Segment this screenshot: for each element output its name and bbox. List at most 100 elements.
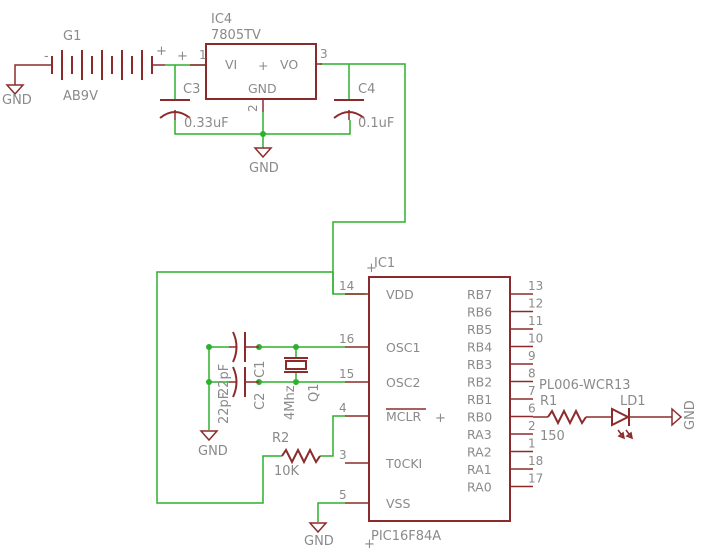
regulator-pin-gnd: GND	[248, 81, 277, 96]
battery-minus-sign: -	[44, 49, 49, 64]
regulator-value: 7805TV	[211, 28, 261, 43]
r1-value: 150	[540, 429, 565, 444]
c1-value: 22pF	[217, 364, 232, 396]
pin-name: RA0	[467, 480, 492, 495]
pin-name: RA3	[467, 427, 492, 442]
pin-name: RB4	[467, 340, 492, 355]
c4-ref: C4	[358, 82, 375, 97]
pin-number: 17	[528, 472, 543, 486]
pin-name: RA1	[467, 462, 492, 477]
pin-number: 10	[528, 332, 543, 346]
r2-ref: R2	[272, 431, 289, 446]
pin-number: 12	[528, 297, 543, 311]
vi-plus-sign: +	[177, 49, 188, 64]
c2-value: 22pF	[217, 392, 232, 424]
battery-g1: - + G1 AB9V	[35, 29, 167, 104]
pin-number: 11	[528, 314, 543, 328]
mcu-ref: IC1	[374, 256, 395, 271]
wire-cap-gnd	[208, 346, 229, 383]
gnd-label: GND	[304, 534, 334, 549]
mcu-value: PIC16F84A	[371, 529, 441, 544]
gnd-label: GND	[2, 93, 32, 108]
c1-ref: C1	[253, 361, 268, 378]
wire-vdd-loop	[156, 271, 333, 504]
gnd-symbol-regulator: GND	[249, 147, 279, 176]
pin-number: 18	[528, 454, 543, 468]
pin-number: 6	[528, 402, 536, 416]
regulator-pin-vo: VO	[280, 57, 298, 72]
pin-name: RB5	[467, 322, 492, 337]
led-ref: LD1	[620, 394, 646, 409]
net-wires	[156, 63, 406, 522]
led-value: PL006-WCR13	[539, 378, 631, 393]
c3-value: 0.33uF	[184, 116, 229, 131]
pin-number: 9	[528, 349, 536, 363]
pin-name: RB2	[467, 375, 492, 390]
pin-name: RB3	[467, 357, 492, 372]
mcu-right-pins: 13RB712RB611RB510RB49RB38RB27RB16RB02RA3…	[467, 279, 543, 495]
regulator-pin-num-1: 1	[199, 48, 207, 62]
capacitor-c1: C1 22pF	[217, 331, 268, 396]
resistor-r1: R1 150	[533, 394, 612, 444]
junction-dot	[206, 379, 212, 385]
regulator-pin-num-3: 3	[320, 47, 328, 61]
pin-name: RB6	[467, 305, 492, 320]
pin-number: 7	[528, 384, 536, 398]
wire-r2-mclr	[320, 415, 345, 457]
junction-dot	[260, 131, 266, 137]
gnd-symbol-caps: GND	[198, 430, 228, 459]
crystal-q1: Q1 4Mhz	[283, 357, 322, 420]
regulator-pin-num-2: 2	[246, 104, 260, 112]
pin-number: 4	[339, 401, 347, 415]
pin-number: 8	[528, 367, 536, 381]
pin-number: 16	[339, 332, 354, 346]
pin-name: RA2	[467, 445, 492, 460]
pin-name: RB1	[467, 392, 492, 407]
pin-name: T0CKI	[385, 456, 422, 471]
pin-number: 1	[528, 437, 536, 451]
junction-dot	[206, 344, 212, 350]
regulator-plus: +	[258, 58, 268, 73]
junction-dot	[293, 344, 299, 350]
c2-ref: C2	[253, 393, 268, 410]
mcu-plus-top: +	[366, 261, 377, 276]
regulator-ref: IC4	[211, 12, 232, 27]
wire-vo-net	[320, 63, 406, 295]
capacitor-c4: C4 0.1uF	[333, 82, 394, 131]
capacitor-c3: C3 0.33uF	[159, 82, 229, 131]
led-ld1: PL006-WCR13 LD1	[539, 378, 672, 440]
capacitor-c2: C2 22pF	[217, 366, 268, 424]
pin-number: 3	[339, 448, 347, 462]
pin-name: VSS	[386, 496, 410, 511]
pin-number: 13	[528, 279, 543, 293]
c4-value: 0.1uF	[358, 116, 394, 131]
r1-ref: R1	[540, 394, 557, 409]
regulator-ic4: IC4 7805TV VI VO GND + 1 3 2 +	[177, 12, 328, 112]
battery-plus-sign: +	[156, 44, 167, 59]
pin-number: 2	[528, 419, 536, 433]
battery-value: AB9V	[63, 89, 98, 104]
r2-value: 10K	[274, 464, 300, 479]
q1-ref: Q1	[307, 383, 322, 402]
junction-dot	[293, 379, 299, 385]
gnd-label: GND	[198, 444, 228, 459]
pin-number: 14	[339, 279, 354, 293]
